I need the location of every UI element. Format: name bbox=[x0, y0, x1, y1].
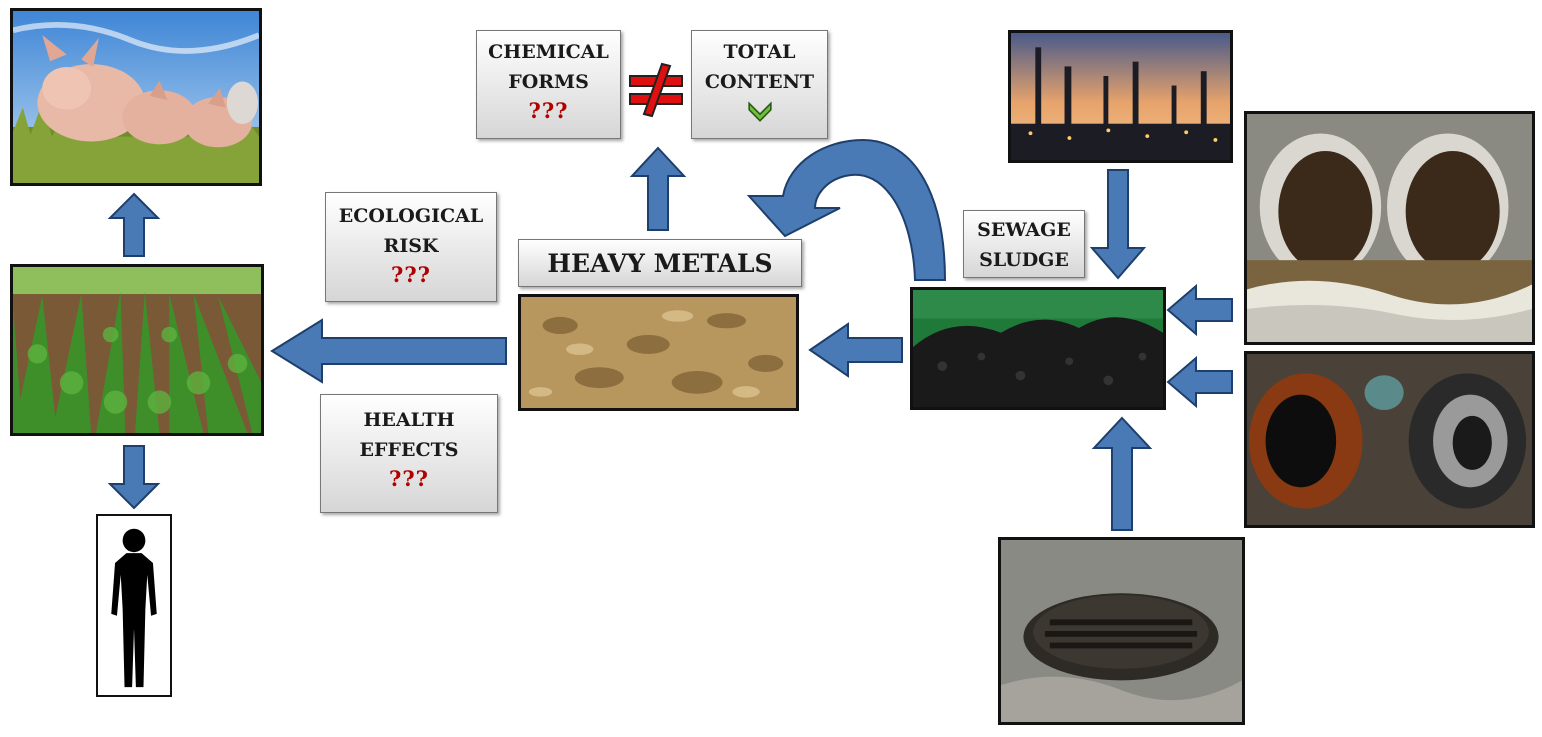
storm-drain-photo bbox=[998, 537, 1245, 725]
sewage-sludge-photo bbox=[910, 287, 1166, 410]
chemical-forms-label-line2: FORMS bbox=[508, 71, 589, 93]
heavy-metals-label: HEAVY METALS bbox=[547, 249, 773, 278]
crop-field-photo bbox=[10, 264, 264, 436]
arrow-industry-to-sludge bbox=[1089, 169, 1147, 280]
total-content-box: TOTAL CONTENT bbox=[691, 30, 828, 139]
pigs-photo bbox=[10, 8, 262, 186]
total-content-label-line2: CONTENT bbox=[704, 71, 815, 93]
arrow-soil-to-crops bbox=[270, 318, 507, 384]
ecological-risk-unknown: ??? bbox=[391, 262, 431, 287]
chemical-forms-unknown: ??? bbox=[528, 98, 569, 123]
soil-photo bbox=[518, 294, 799, 411]
sewage-sludge-label-line1: SEWAGE bbox=[977, 219, 1071, 241]
arrow-heavy-metals-to-chemical-forms bbox=[629, 146, 687, 231]
ecological-risk-box: ECOLOGICAL RISK ??? bbox=[325, 192, 497, 302]
health-effects-label-line1: HEALTH bbox=[363, 409, 455, 431]
sewage-sludge-box: SEWAGE SLUDGE bbox=[963, 210, 1085, 278]
not-equal-symbol: ≠ bbox=[626, 60, 686, 120]
corroded-pipes-photo bbox=[1244, 351, 1535, 528]
check-chevron-icon bbox=[747, 101, 772, 122]
arrow-crops-to-pigs bbox=[107, 192, 161, 257]
arrow-crops-to-human bbox=[107, 445, 161, 510]
arrow-corroded-pipes-to-sludge bbox=[1166, 355, 1233, 409]
chemical-forms-box: CHEMICAL FORMS ??? bbox=[476, 30, 621, 139]
outfall-pipes-photo bbox=[1244, 111, 1535, 345]
industry-photo bbox=[1008, 30, 1233, 163]
human-silhouette bbox=[96, 514, 172, 697]
arrow-drain-to-sludge bbox=[1091, 416, 1153, 531]
total-content-label-line1: TOTAL bbox=[723, 41, 796, 63]
arrow-sludge-to-soil bbox=[808, 322, 903, 378]
arrow-pipes-to-sludge bbox=[1166, 283, 1233, 337]
sewage-sludge-label-line2: SLUDGE bbox=[979, 249, 1069, 271]
chemical-forms-label-line1: CHEMICAL bbox=[488, 41, 609, 63]
health-effects-unknown: ??? bbox=[389, 466, 429, 491]
curved-arrow-sludge-to-heavy-metals bbox=[746, 138, 947, 281]
ecological-risk-label-line2: RISK bbox=[383, 235, 439, 257]
health-effects-label-line2: EFFECTS bbox=[359, 439, 459, 461]
health-effects-box: HEALTH EFFECTS ??? bbox=[320, 394, 498, 513]
heavy-metals-box: HEAVY METALS bbox=[518, 239, 802, 287]
ecological-risk-label-line1: ECOLOGICAL bbox=[338, 205, 484, 227]
